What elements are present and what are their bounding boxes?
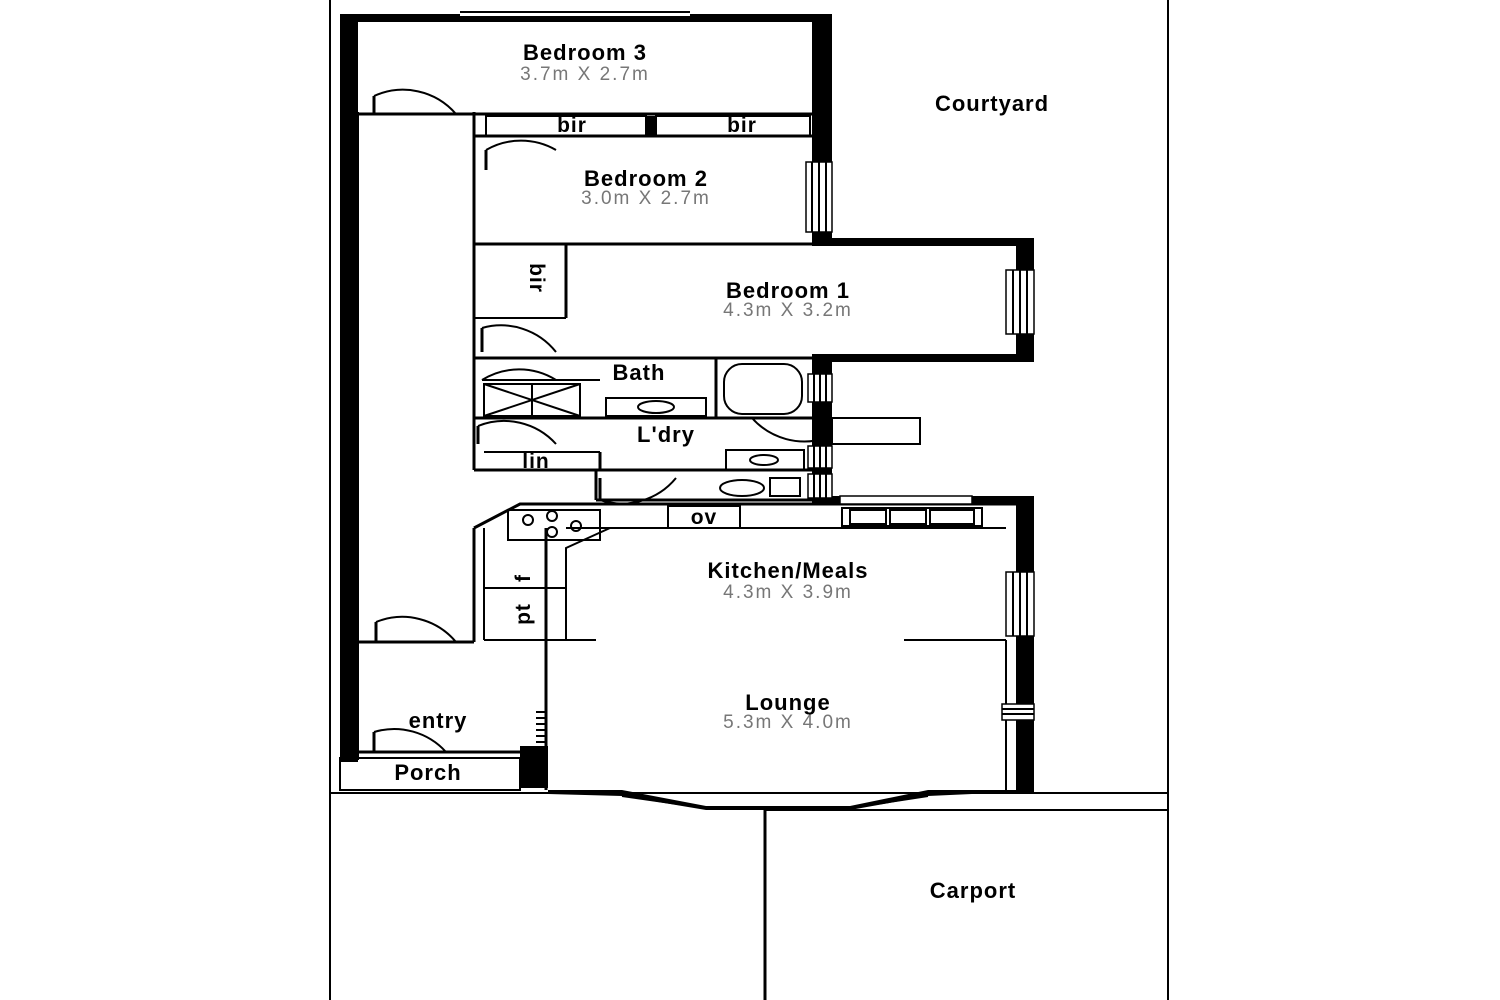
bathtub-icon (723, 363, 803, 415)
bed1-north-wall (812, 238, 1034, 246)
laundry-label: L'dry (637, 422, 695, 447)
bedroom1-dim: 4.3m X 3.2m (723, 300, 853, 321)
window-wc (807, 473, 833, 499)
fridge-label: f (512, 574, 535, 582)
window-kitchen (1005, 571, 1035, 637)
window-bed2 (805, 161, 833, 233)
window-bath (807, 373, 833, 403)
door-hall-lounge (374, 615, 457, 643)
kitchen-dim: 4.3m X 3.9m (723, 582, 853, 603)
door-bedroom2 (484, 139, 557, 170)
linen-label: lin (522, 450, 550, 473)
oven-box (667, 505, 741, 529)
toilet-icon (719, 479, 765, 497)
bath-label: Bath (613, 360, 666, 385)
porch-box (339, 757, 521, 791)
oven-label: ov (691, 506, 718, 529)
bedroom1-label: Bedroom 1 (726, 278, 850, 303)
site-boundary (329, 0, 1169, 1000)
north-wall (340, 14, 832, 22)
cooktop (507, 509, 601, 541)
door-bath (481, 368, 557, 381)
door-laundry (476, 419, 557, 445)
carport-label: Carport (930, 878, 1016, 903)
entry-label: entry (409, 708, 468, 733)
bir-b-label: bir (727, 114, 757, 137)
burner-3-icon (546, 526, 558, 538)
east-wall-living (1016, 496, 1034, 792)
door-bedroom1 (480, 324, 557, 353)
laundry-tub (725, 449, 805, 471)
sink-bowl-1 (849, 509, 887, 525)
bedroom2-dim: 3.0m X 2.7m (581, 188, 711, 209)
kitchen-label: Kitchen/Meals (708, 558, 869, 583)
lounge-label: Lounge (745, 690, 830, 715)
door-wc (598, 477, 677, 505)
vanity (605, 397, 707, 417)
west-wall (340, 14, 358, 762)
laundry-sink-icon (749, 454, 779, 466)
burner-4-icon (570, 520, 582, 532)
bir-a-label: bir (557, 114, 587, 137)
door-laundry-ext (751, 417, 827, 443)
bedroom3-label: Bedroom 3 (523, 40, 647, 65)
kitchen-bench-corner (565, 527, 611, 640)
wall-heater-icon (1001, 703, 1035, 721)
bed1-south-wall (812, 354, 1034, 362)
window-kitchen-north (839, 495, 973, 505)
door-entry (372, 728, 447, 753)
bir-c-label: bir (525, 263, 548, 293)
pantry-label: pt (512, 603, 535, 625)
kitchen-sink (841, 507, 983, 527)
entry-sidelight (536, 711, 546, 743)
window-bed1 (1005, 269, 1035, 335)
porch-east-wall (520, 746, 548, 788)
door-bedroom3 (372, 88, 457, 115)
sink-bowl-2 (889, 509, 927, 525)
lounge-bay-window (548, 790, 1016, 810)
burner-1-icon (522, 514, 534, 526)
window-laundry (807, 445, 833, 469)
bedroom3-dim: 3.7m X 2.7m (520, 64, 650, 85)
laundry-door-ext (831, 417, 921, 445)
basin-icon (637, 400, 675, 414)
burner-2-icon (546, 510, 558, 522)
lounge-dim: 5.3m X 4.0m (723, 712, 853, 733)
sink-bowl-3 (929, 509, 975, 525)
courtyard-label: Courtyard (935, 91, 1049, 116)
toilet-cistern (769, 477, 801, 497)
bir-divider (646, 116, 656, 136)
bedroom2-label: Bedroom 2 (584, 166, 708, 191)
porch-label: Porch (394, 760, 461, 785)
